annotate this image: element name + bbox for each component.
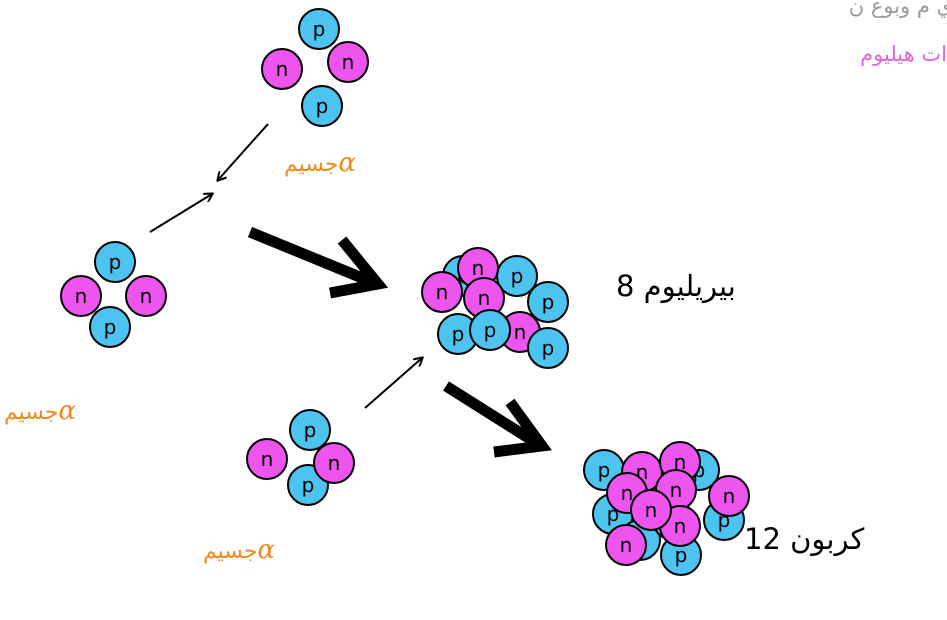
proton-label: p xyxy=(542,290,555,314)
proton xyxy=(298,8,340,50)
neutron-label: n xyxy=(478,286,491,310)
neutron xyxy=(60,275,102,317)
proton-label: p xyxy=(316,94,329,118)
proton-label: p xyxy=(511,264,524,288)
proton xyxy=(469,309,511,351)
neutron-label: n xyxy=(621,481,634,505)
thin-arrow xyxy=(149,194,212,233)
neutron xyxy=(313,442,355,484)
proton-label: p xyxy=(542,336,555,360)
neutron xyxy=(605,524,647,566)
neutron-label: n xyxy=(723,484,736,508)
neutron-label: n xyxy=(472,256,485,280)
alpha-word: جسيم xyxy=(203,539,258,564)
thin-arrow xyxy=(364,358,422,409)
neutron xyxy=(261,48,303,90)
proton-label: p xyxy=(313,17,326,41)
neutron xyxy=(327,41,369,83)
neutron-label: n xyxy=(75,284,88,308)
alpha-particle-label: αجسيم xyxy=(284,150,356,176)
thick-arrow xyxy=(443,381,552,458)
proton-label: p xyxy=(304,418,317,442)
alpha-particle-label: αجسيم xyxy=(203,537,275,563)
alpha-word: جسيم xyxy=(284,152,339,177)
proton xyxy=(289,409,331,451)
alpha-symbol: α xyxy=(257,535,276,565)
neutron-label: n xyxy=(645,498,658,522)
neutron-label: n xyxy=(436,280,449,304)
neutron xyxy=(421,271,463,313)
neutron-label: n xyxy=(514,320,527,344)
beryllium-8-nucleus: ppnpnpnpnp xyxy=(421,247,569,369)
proton-label: p xyxy=(452,322,465,346)
neutron-label: n xyxy=(674,514,687,538)
proton xyxy=(301,85,343,127)
neutron-label: n xyxy=(674,450,687,474)
neutron-label: n xyxy=(620,533,633,557)
proton xyxy=(527,327,569,369)
header-line-2: ات هيليوم xyxy=(860,42,947,66)
neutron xyxy=(630,489,672,531)
neutron-label: n xyxy=(342,50,355,74)
alpha-symbol: α xyxy=(58,396,77,426)
neutron-label: n xyxy=(328,451,341,475)
alpha-symbol: α xyxy=(338,148,357,178)
header-line-1: ي م وبوع ن xyxy=(848,0,947,18)
proton-label: p xyxy=(104,315,117,339)
proton xyxy=(89,306,131,348)
thin-arrow xyxy=(218,123,269,180)
neutron-label: n xyxy=(276,57,289,81)
alpha-particle-label: αجسيم xyxy=(4,398,76,424)
alpha-word: جسيم xyxy=(4,400,59,425)
alpha-particle-nucleus: n np p xyxy=(60,241,167,348)
beryllium-8-label: بيريليوم 8 xyxy=(616,269,736,303)
proton-label: p xyxy=(302,473,315,497)
thick-arrow xyxy=(247,226,389,299)
proton-label: p xyxy=(598,458,611,482)
proton-label: p xyxy=(484,318,497,342)
proton-label: p xyxy=(675,543,688,567)
proton xyxy=(527,281,569,323)
neutron xyxy=(125,275,167,317)
neutron xyxy=(708,475,750,517)
carbon-12-label: كربون 12 xyxy=(744,522,865,556)
neutron xyxy=(246,438,288,480)
proton xyxy=(94,241,136,283)
neutron-label: n xyxy=(670,478,683,502)
neutron-label: n xyxy=(261,447,274,471)
neutron-label: n xyxy=(140,284,153,308)
proton-label: p xyxy=(109,250,122,274)
carbon-12-nucleus: pppppppnnnnnnnn xyxy=(583,441,750,576)
